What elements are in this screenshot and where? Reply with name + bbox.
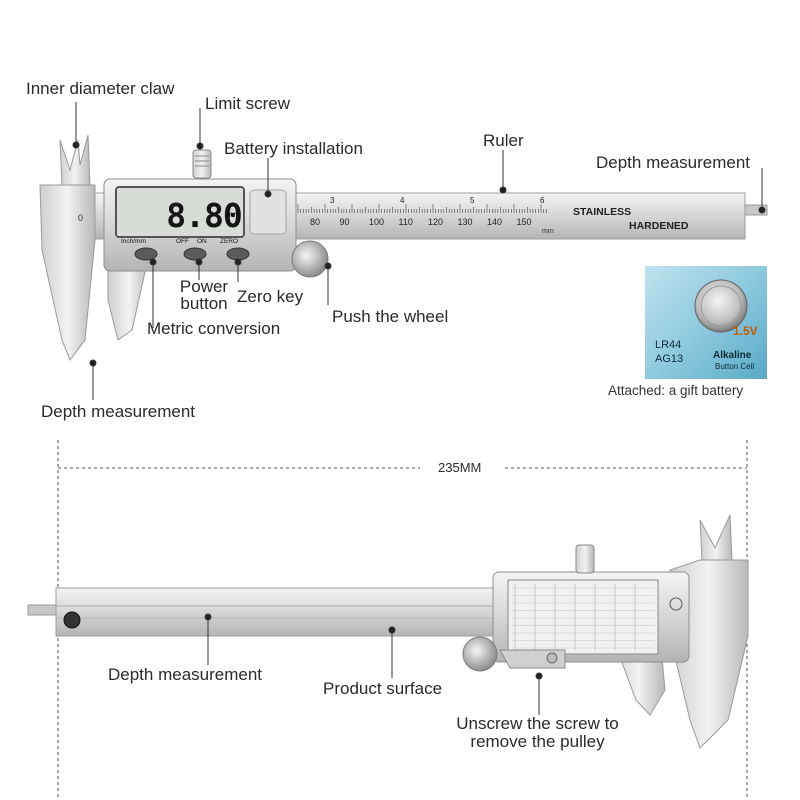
leader-lines-top — [72, 102, 766, 400]
dot-wheel — [324, 262, 332, 270]
fixed-jaw-upper — [59, 134, 91, 186]
label-metric-conversion: Metric conversion — [147, 319, 281, 338]
dot-depth-left — [89, 359, 97, 367]
dot-unscrew — [535, 672, 543, 680]
dot-power — [195, 258, 203, 266]
dot-ruler — [499, 186, 507, 194]
depth-rod-top — [744, 204, 768, 216]
label-ruler: Ruler — [483, 131, 524, 150]
ruler-number: 150 — [517, 217, 532, 227]
label-battery-installation: Battery installation — [224, 139, 363, 158]
label-power-line1: Power — [179, 277, 229, 296]
depth-rod-bottom — [27, 604, 61, 616]
label-unscrew: Unscrew the screw to remove the pulley — [440, 715, 635, 751]
label-length-dimension: 235MM — [438, 460, 482, 475]
label-zero-key: Zero key — [237, 287, 304, 306]
label-limit-screw: Limit screw — [205, 94, 291, 113]
bottom-caliper — [27, 514, 749, 749]
label-unscrew-line2: remove the pulley — [470, 732, 605, 751]
dot-zero — [234, 258, 242, 266]
btn-label-off: OFF — [176, 238, 189, 245]
ruler-numbers: 80 90 100 110 120 130 140 150 — [310, 217, 532, 227]
battery-card: LR44 AG13 1.5V Alkaline Button Cell — [645, 266, 767, 379]
inch-number: 6 — [540, 196, 545, 205]
btn-label-inchmm: Inch/mm — [121, 238, 146, 245]
battery-model-1: LR44 — [655, 339, 682, 351]
lcd-display-unit: mm — [226, 210, 241, 219]
ruler-number: 80 — [310, 217, 320, 227]
dot-product-surface — [388, 626, 396, 634]
label-depth-measurement-top-right: Depth measurement — [596, 153, 751, 172]
body-text-hardened: HARDENED — [629, 220, 689, 232]
ruler-ticks — [297, 204, 547, 213]
battery-voltage: 1.5V — [733, 324, 758, 338]
label-power-button: Power button — [174, 278, 234, 312]
inch-mm-button[interactable] — [134, 247, 158, 261]
body-text-stainless: STAINLESS — [573, 206, 631, 218]
dot-limit-screw — [196, 142, 204, 150]
scale-unit: mm — [542, 228, 554, 235]
label-unscrew-line1: Unscrew the screw to — [456, 714, 619, 733]
top-caliper: 0 80 90 100 110 120 130 140 150 3 4 5 6 mm STAINLE… — [39, 134, 768, 362]
battery-type: Alkaline — [713, 350, 752, 361]
jaw-zero-mark: 0 — [78, 213, 83, 223]
lcd-display-value: 8.80 — [166, 196, 242, 235]
power-button[interactable] — [183, 247, 207, 261]
thumb-wheel[interactable] — [291, 240, 329, 278]
inner-claw-bottom — [699, 514, 733, 561]
battery-caption: Attached: a gift battery — [608, 383, 744, 398]
bracket-screw — [546, 652, 558, 664]
label-depth-measurement-left: Depth measurement — [41, 402, 196, 421]
dot-inner-claw — [72, 141, 80, 149]
battery-type-sub: Button Cell — [715, 362, 755, 371]
end-screw — [63, 611, 81, 629]
ruler-number: 140 — [487, 217, 502, 227]
dot-depth-right — [758, 206, 766, 214]
thumb-wheel-bottom — [462, 636, 498, 672]
dot-battery — [264, 190, 272, 198]
battery-coin — [694, 279, 748, 333]
label-inner-diameter-claw: Inner diameter claw — [26, 79, 175, 98]
conversion-chart-lines — [512, 584, 655, 650]
ruler-number: 100 — [369, 217, 384, 227]
inch-number: 4 — [400, 196, 405, 205]
label-depth-measurement-bottom: Depth measurement — [108, 665, 263, 684]
dot-depth-bottom — [204, 613, 212, 621]
conversion-chart — [507, 579, 659, 655]
dot-metric — [149, 258, 157, 266]
inch-numbers: 3 4 5 6 — [330, 196, 545, 205]
btn-label-on: ON — [197, 238, 207, 245]
inch-number: 3 — [330, 196, 335, 205]
btn-label-zero: ZERO — [220, 238, 238, 245]
leader-lines-bottom — [204, 613, 543, 715]
ce-mark — [669, 597, 683, 611]
zero-button[interactable] — [226, 247, 250, 261]
label-power-line2: button — [180, 294, 228, 313]
ruler-number: 110 — [399, 217, 413, 227]
limit-screw — [192, 149, 212, 179]
inch-number: 5 — [470, 196, 475, 205]
ruler-number: 90 — [340, 217, 350, 227]
limit-screw-bottom — [575, 544, 595, 574]
lcd-screen — [115, 186, 245, 238]
label-push-the-wheel: Push the wheel — [332, 307, 449, 326]
ruler-number: 120 — [428, 217, 443, 227]
battery-model-2: AG13 — [655, 353, 684, 365]
label-product-surface: Product surface — [323, 679, 443, 698]
fixed-jaw-lower — [39, 184, 96, 362]
ruler-number: 130 — [458, 217, 473, 227]
